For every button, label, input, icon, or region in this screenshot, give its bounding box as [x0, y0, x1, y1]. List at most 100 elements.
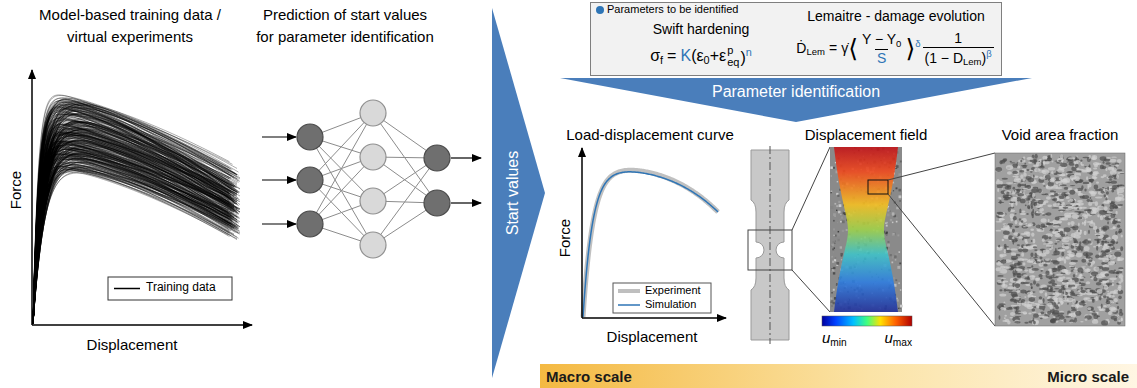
void: [1047, 204, 1052, 207]
speckle: [833, 241, 835, 243]
training-curve: [33, 140, 234, 324]
void: [1042, 214, 1045, 215]
training-curve: [33, 127, 234, 324]
void: [997, 305, 1004, 310]
void: [1048, 281, 1051, 284]
void: [1056, 222, 1061, 223]
void: [1117, 188, 1124, 193]
void: [1087, 307, 1091, 310]
void: [1118, 281, 1121, 284]
void: [1084, 231, 1087, 235]
void: [1070, 185, 1075, 186]
void: [1101, 320, 1108, 325]
training-curve: [33, 123, 231, 324]
void: [1049, 248, 1052, 250]
speckle: [835, 241, 836, 242]
void: [1039, 304, 1046, 309]
void: [1053, 310, 1059, 314]
training-curve: [33, 145, 234, 324]
void: [1031, 189, 1037, 193]
speckle: [896, 165, 899, 168]
training-curve: [33, 130, 240, 324]
speckle: [899, 189, 901, 191]
void: [1114, 269, 1116, 271]
speckle: [896, 221, 898, 223]
void: [1043, 250, 1050, 255]
training-curve: [33, 128, 237, 324]
void: [1062, 202, 1065, 206]
void: [1113, 226, 1115, 229]
void: [1048, 219, 1050, 223]
void: [1018, 248, 1023, 252]
speckle: [892, 233, 895, 236]
y-axis: [581, 148, 583, 318]
void: [1068, 222, 1071, 226]
void: [1033, 202, 1037, 206]
void: [1058, 266, 1060, 268]
void: [1105, 197, 1107, 200]
speckle: [887, 241, 889, 243]
speckle: [830, 192, 831, 193]
void: [1065, 277, 1071, 279]
void: [1041, 218, 1047, 223]
void: [1025, 204, 1027, 206]
speckle: [893, 190, 894, 191]
training-curve: [33, 135, 233, 324]
speckle-pattern: [830, 147, 902, 312]
speckle: [831, 244, 834, 247]
void: [1071, 286, 1076, 288]
void: [1073, 274, 1076, 278]
void: [1109, 295, 1115, 297]
training-curve: [33, 138, 237, 324]
void: [1104, 241, 1109, 243]
training-curve: [33, 125, 234, 324]
void: [1112, 261, 1115, 263]
void: [1042, 238, 1045, 242]
void: [1040, 270, 1043, 272]
void: [1020, 290, 1026, 294]
micrograph: [995, 153, 1125, 326]
y-axis: [31, 70, 33, 325]
void: [1054, 288, 1059, 289]
void: [1004, 317, 1006, 319]
void: [1099, 231, 1105, 233]
training-curve: [33, 138, 239, 324]
void: [1037, 230, 1044, 232]
neural-network: [262, 100, 481, 258]
void: [1044, 160, 1051, 161]
void: [1046, 241, 1049, 243]
speckle: [893, 233, 894, 234]
void: [1005, 186, 1012, 190]
void: [1117, 225, 1120, 228]
void: [1043, 243, 1049, 244]
void: [1069, 319, 1074, 323]
void: [1024, 163, 1026, 165]
void: [1045, 175, 1051, 179]
void: [1032, 238, 1035, 243]
void: [1088, 155, 1090, 159]
void: [1043, 298, 1045, 303]
void: [1009, 283, 1013, 285]
void: [1040, 318, 1043, 319]
void: [1108, 261, 1115, 265]
void: [1029, 297, 1035, 302]
void: [1015, 226, 1020, 228]
void: [1109, 179, 1113, 181]
speckle: [898, 251, 900, 253]
void: [1023, 274, 1028, 276]
void: [1000, 269, 1007, 274]
void: [1115, 211, 1117, 215]
void: [1035, 154, 1038, 159]
speckle: [834, 203, 836, 205]
training-curve: [33, 109, 237, 324]
void: [1040, 277, 1043, 279]
void: [1064, 291, 1066, 296]
void: [1108, 175, 1113, 178]
speckle: [833, 167, 835, 169]
experiment-curve: [583, 170, 718, 317]
training-curve: [33, 154, 236, 324]
void: [1007, 171, 1012, 175]
void: [1016, 268, 1022, 271]
void: [1112, 227, 1116, 230]
void: [1118, 320, 1120, 322]
